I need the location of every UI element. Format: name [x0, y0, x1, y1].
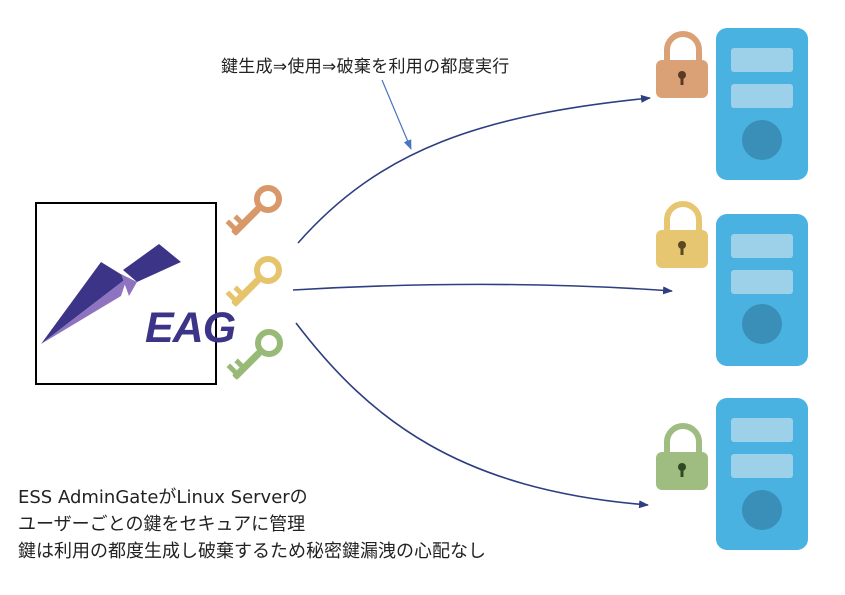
- lock-yellow-icon: [656, 201, 708, 268]
- key-orange-icon: [225, 185, 282, 236]
- key-green-icon: [226, 329, 283, 380]
- arrow-to-server-2: [292, 283, 673, 295]
- arrow-to-server-3: [295, 322, 649, 509]
- annotation-pointer-arrow: [381, 79, 412, 150]
- caption-line-3: 鍵は利用の都度生成し破棄するため秘密鍵漏洩の心配なし: [18, 541, 486, 562]
- caption-line-2: ユーザーごとの鍵をセキュアに管理: [18, 514, 306, 535]
- caption-block: ESS AdminGateがLinux Serverの ユーザーごとの鍵をセキュ…: [18, 484, 486, 565]
- lock-green-icon: [656, 423, 708, 490]
- annotation-label: 鍵生成⇒使用⇒破棄を利用の都度実行: [221, 57, 510, 77]
- caption-line-1: ESS AdminGateがLinux Serverの: [18, 487, 308, 508]
- server-1-icon: [716, 28, 808, 180]
- server-3-icon: [716, 398, 808, 550]
- key-yellow-icon: [225, 256, 282, 307]
- lock-orange-icon: [656, 31, 708, 98]
- arrow-to-server-1: [297, 94, 651, 244]
- server-2-icon: [716, 214, 808, 366]
- eag-logo: EAG: [35, 202, 236, 385]
- logo-text: EAG: [145, 304, 236, 352]
- logo-mark-icon: [41, 244, 181, 344]
